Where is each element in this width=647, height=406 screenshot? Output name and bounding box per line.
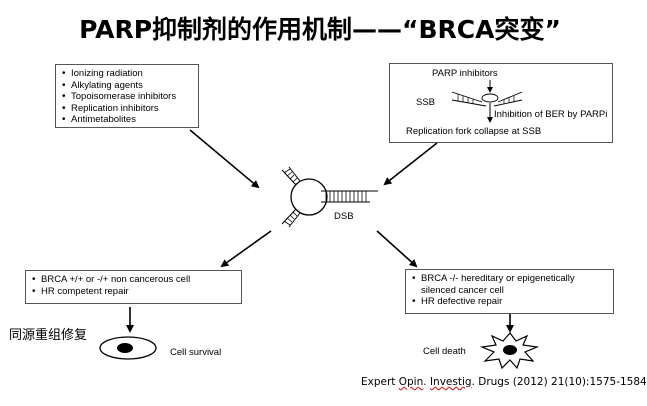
dsb-label: DSB bbox=[334, 211, 354, 222]
arrow-center-to-bottom-right bbox=[376, 230, 418, 268]
list-item: Antimetabolites bbox=[58, 114, 196, 126]
list-item: BRCA +/+ or -/+ non cancerous cell bbox=[28, 274, 239, 286]
cell-survival-label: Cell survival bbox=[170, 347, 222, 358]
ssb-label: SSB bbox=[416, 97, 436, 108]
list-item: Alkylating agents bbox=[58, 80, 196, 92]
citation-part: . Drugs (2012) 21(10):1575-1584 bbox=[471, 376, 647, 388]
citation-part: Investig bbox=[429, 376, 472, 388]
hr-defective-cell-box: BRCA -/- hereditary or epigenetically si… bbox=[405, 269, 614, 314]
fork-collapse-label: Replication fork collapse at SSB bbox=[406, 126, 542, 137]
list-item: HR defective repair bbox=[408, 296, 611, 308]
hr-competent-cell-box: BRCA +/+ or -/+ non cancerous cell HR co… bbox=[25, 270, 242, 304]
ssb-graphic bbox=[451, 80, 523, 123]
parp-inhibitors-label: PARP inhibitors bbox=[432, 68, 498, 79]
list-item: HR competent repair bbox=[28, 286, 239, 298]
list-item: Topoisomerase inhibitors bbox=[58, 91, 196, 103]
arrow-center-to-bottom-left bbox=[220, 230, 272, 268]
arrow-left-to-center bbox=[189, 129, 260, 189]
dsb-dna-graphic bbox=[281, 166, 378, 228]
inhibition-label: Inhibition of BER by PARPi bbox=[494, 109, 608, 120]
citation-part: Expert bbox=[361, 376, 399, 388]
survival-cell bbox=[99, 336, 157, 360]
dead-cell-starburst bbox=[479, 332, 540, 370]
cell-death-label: Cell death bbox=[423, 346, 466, 357]
hr-repair-annotation: 同源重组修复 bbox=[9, 328, 88, 343]
citation-part: . bbox=[423, 376, 430, 388]
list-item: Replication inhibitors bbox=[58, 103, 196, 115]
list-item: Ionizing radiation bbox=[58, 68, 196, 80]
list-item: BRCA -/- hereditary or epigenetically si… bbox=[408, 273, 611, 296]
parp-inhibitor-mechanism-box: PARP inhibitors SSB Inhibition of BER by… bbox=[389, 63, 613, 143]
arrow-right-to-center bbox=[383, 142, 438, 186]
citation: Expert Opin. Investig. Drugs (2012) 21(1… bbox=[361, 376, 647, 388]
page-title: PARP抑制剂的作用机制——“BRCA突变” bbox=[79, 15, 561, 44]
dna-damage-sources-box: Ionizing radiation Alkylating agents Top… bbox=[55, 64, 199, 128]
citation-part: Opin bbox=[398, 376, 424, 388]
